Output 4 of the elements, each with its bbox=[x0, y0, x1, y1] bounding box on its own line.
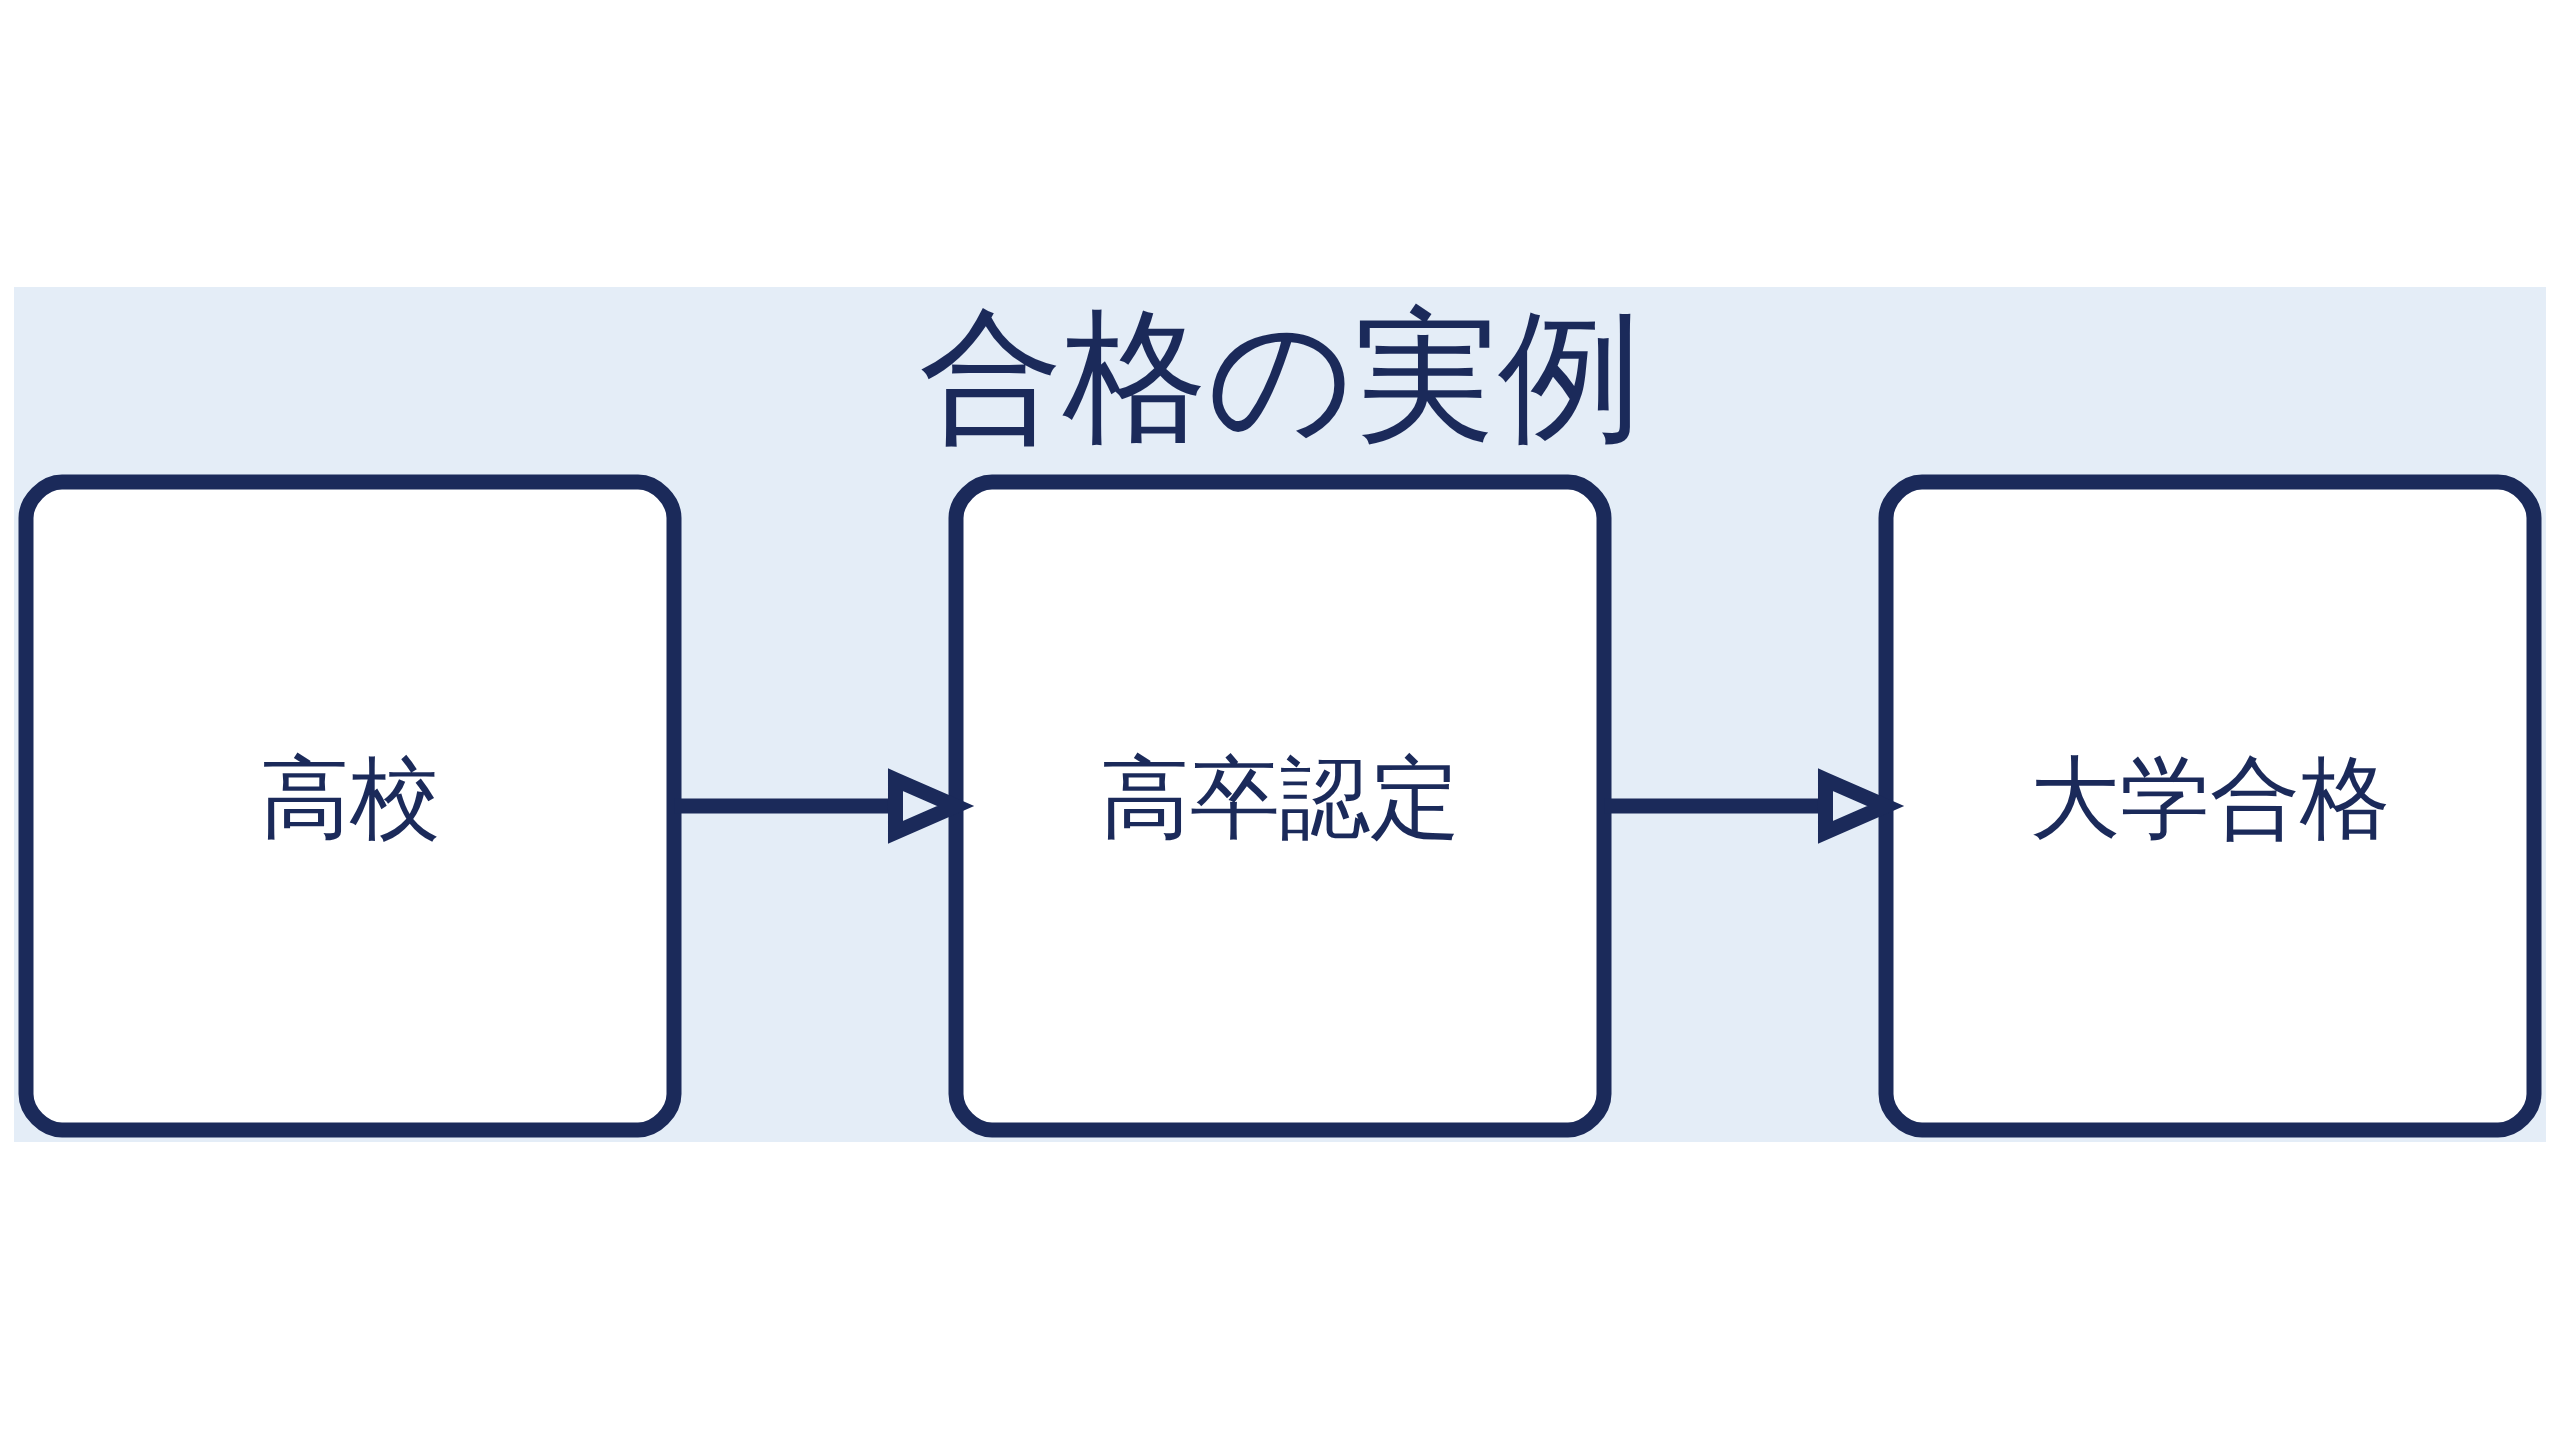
diagram-title: 合格の実例 bbox=[918, 292, 1642, 461]
node-box: 大学合格 bbox=[1878, 474, 2542, 1138]
node-box: 高校 bbox=[18, 474, 682, 1138]
node-box: 高卒認定 bbox=[948, 474, 1612, 1138]
